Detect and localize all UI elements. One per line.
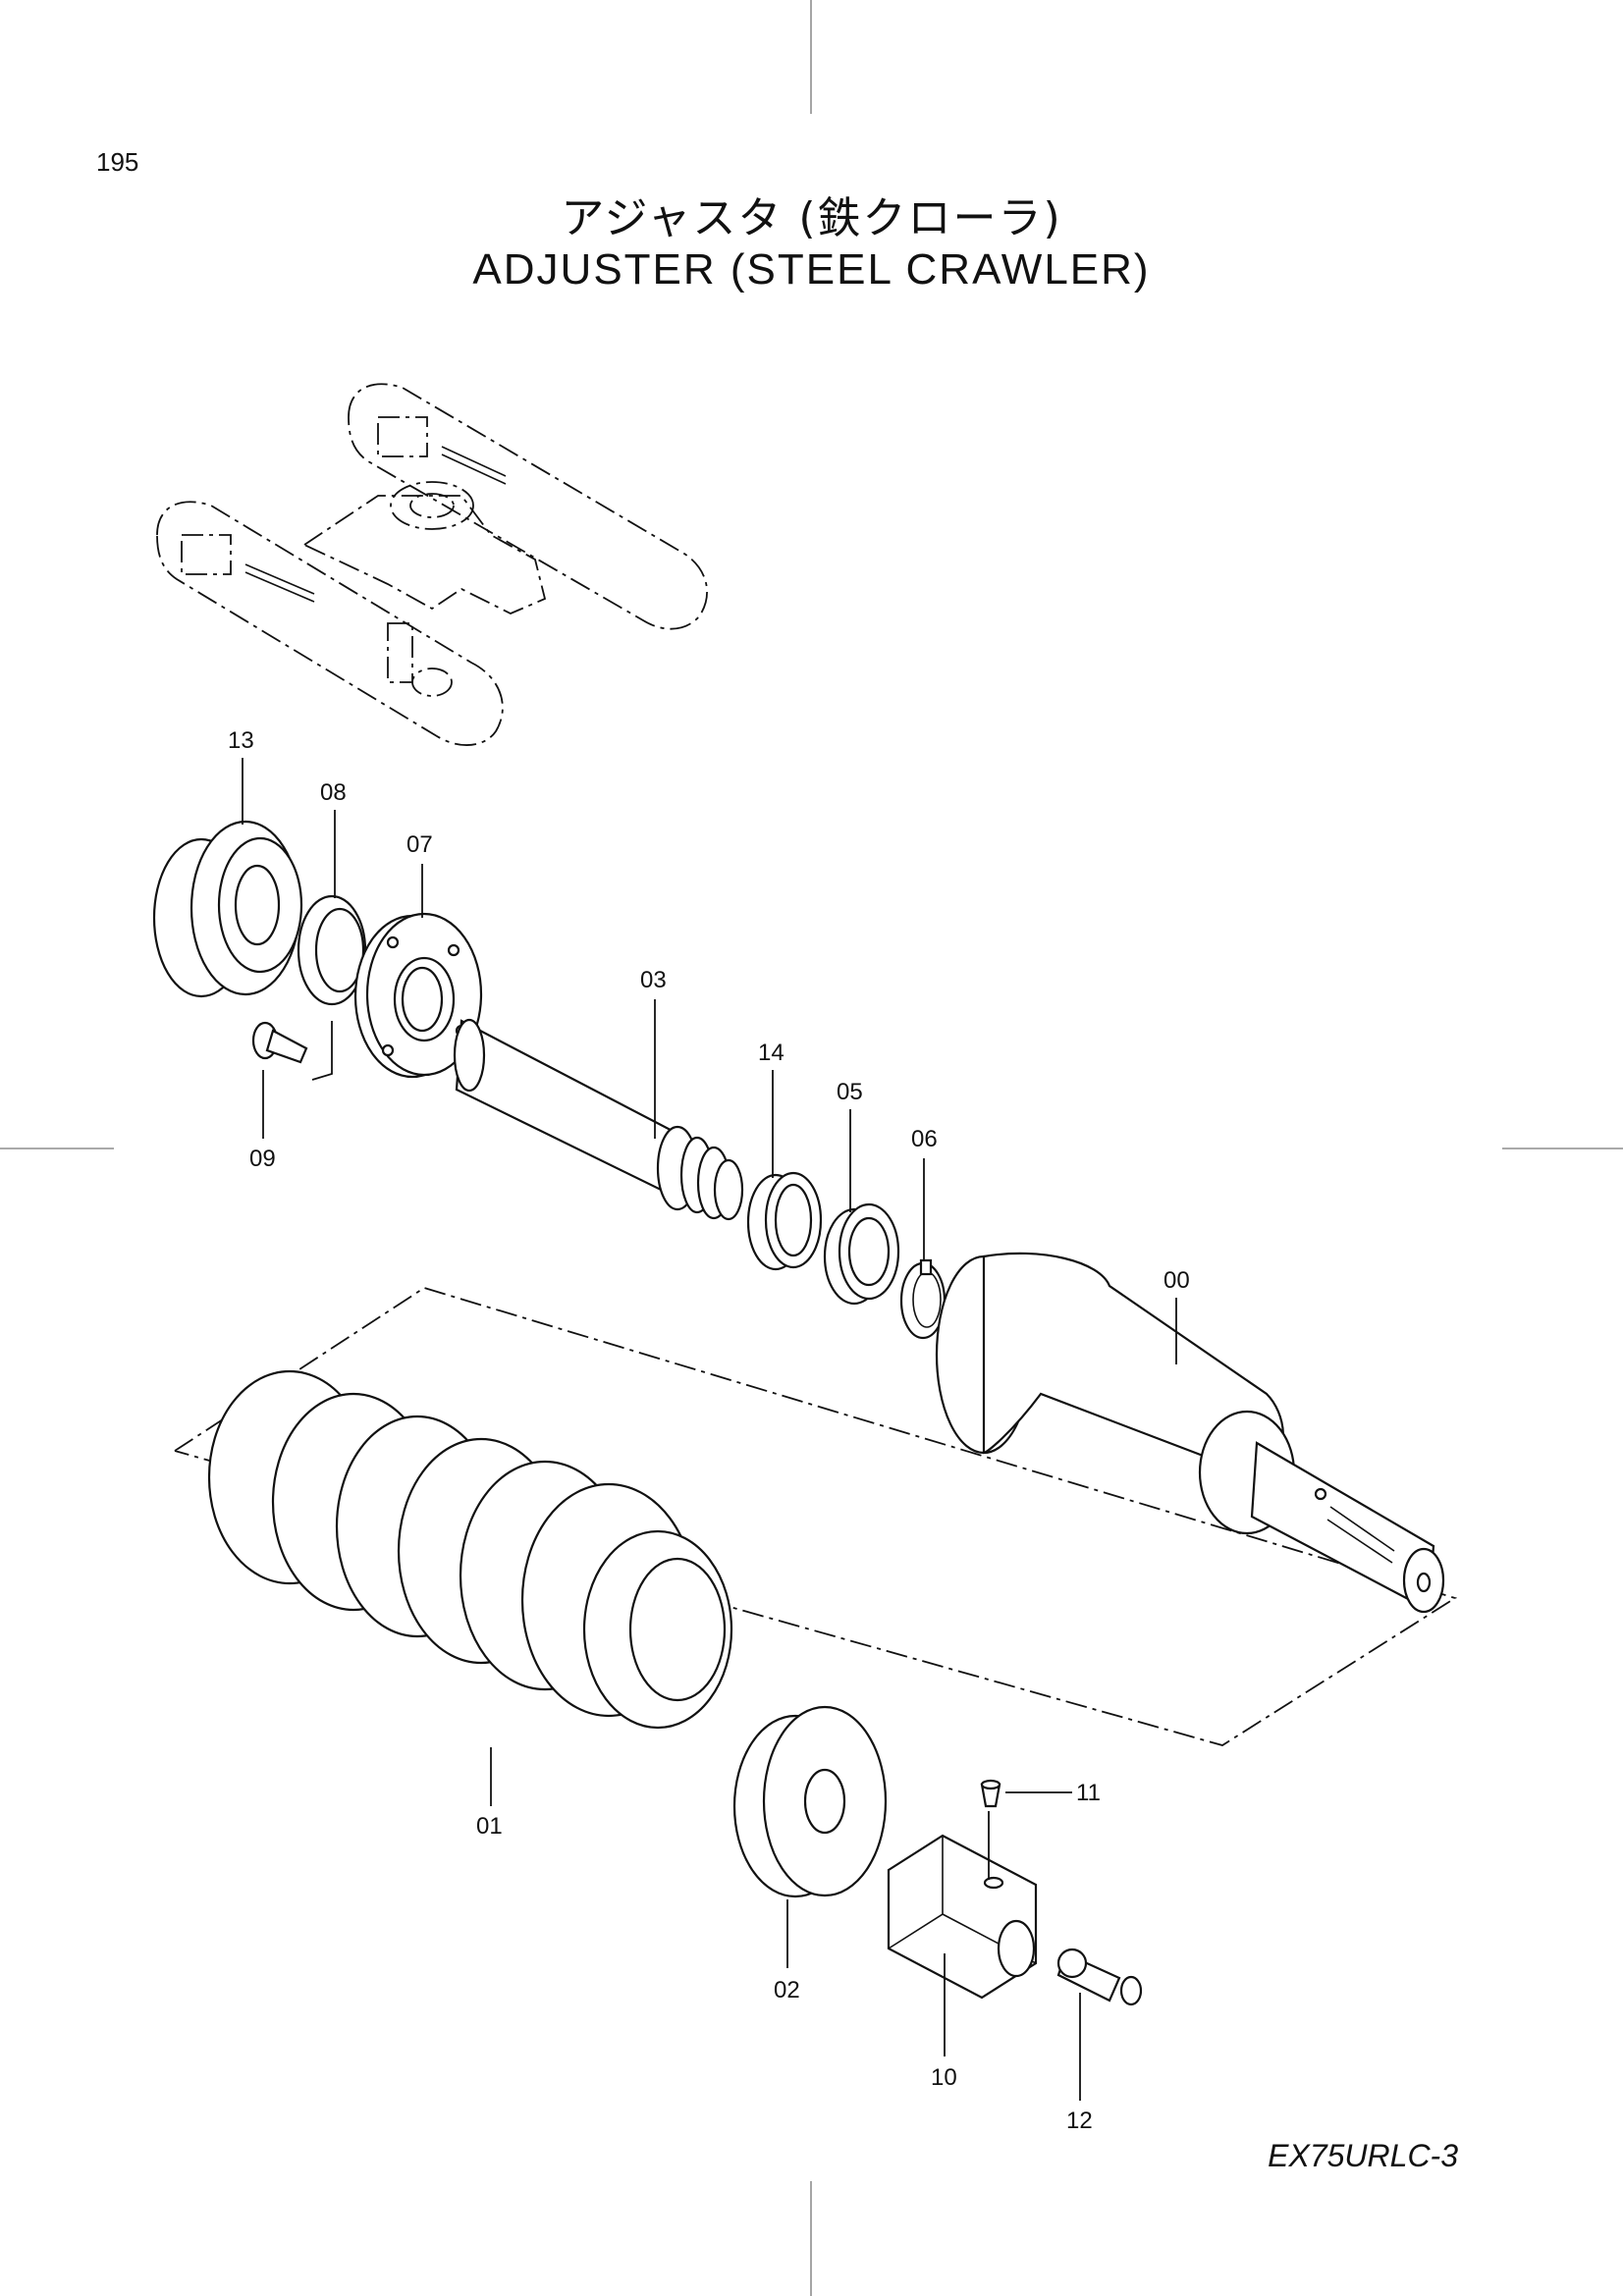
undercarriage-overview (156, 383, 708, 746)
part-01 (207, 1369, 733, 1730)
model-number: EX75URLC-3 (1268, 2138, 1458, 2173)
part-06 (899, 1258, 947, 1340)
callout-10: 10 (931, 2064, 957, 2091)
callout-02: 02 (774, 1977, 800, 2003)
part-03 (453, 1018, 744, 1221)
part-05 (823, 1202, 900, 1306)
part-13 (152, 820, 303, 998)
callout-03: 03 (640, 967, 667, 993)
part-07 (353, 912, 483, 1079)
title-english: ADJUSTER (STEEL CRAWLER) (472, 245, 1151, 294)
leader-lines (242, 758, 1177, 2101)
part-11 (980, 1779, 1001, 1808)
part-12 (1056, 1948, 1143, 2006)
callout-13: 13 (228, 727, 254, 754)
callout-05: 05 (837, 1079, 863, 1105)
callout-12: 12 (1066, 2108, 1093, 2134)
callout-06: 06 (911, 1126, 938, 1152)
page-number: 195 (96, 147, 139, 177)
callout-00: 00 (1163, 1267, 1190, 1294)
part-08 (297, 894, 367, 1006)
part-02 (732, 1705, 888, 1898)
part-10 (887, 1834, 1038, 2000)
callout-labels: 00 01 02 03 05 06 07 08 09 10 11 12 13 1… (228, 727, 1190, 2134)
assembly-boundary (174, 1287, 1458, 1746)
callout-08: 08 (320, 779, 347, 806)
part-14 (746, 1171, 823, 1271)
part-09 (251, 1021, 333, 1081)
part-00 (935, 1252, 1445, 1614)
callout-07: 07 (406, 831, 433, 858)
callout-09: 09 (249, 1146, 276, 1172)
callout-01: 01 (476, 1813, 503, 1840)
callout-11: 11 (1076, 1780, 1101, 1806)
title-japanese: アジャスタ (鉄クローラ) (561, 193, 1062, 243)
callout-14: 14 (758, 1040, 784, 1066)
